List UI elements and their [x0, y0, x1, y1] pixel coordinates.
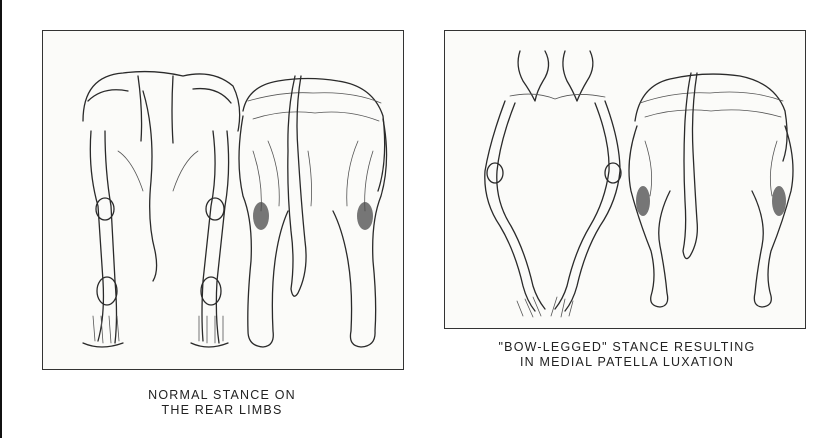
normal-stance-panel	[42, 30, 404, 370]
bow-legged-caption-line1: "BOW-LEGGED" STANCE RESULTING	[437, 340, 817, 355]
normal-stance-caption: NORMAL STANCE ON THE REAR LIMBS	[102, 388, 342, 418]
bow-legged-stance-caption: "BOW-LEGGED" STANCE RESULTING IN MEDIAL …	[437, 340, 817, 370]
bow-legged-stance-panel	[444, 30, 806, 329]
normal-stance-illustration	[43, 31, 403, 369]
bow-legged-muscle-drawing	[629, 73, 793, 307]
bow-legged-caption-line2: IN MEDIAL PATELLA LUXATION	[437, 355, 817, 370]
normal-skeleton-drawing	[83, 72, 240, 347]
bow-legged-stance-illustration	[445, 31, 805, 328]
normal-stance-caption-line1: NORMAL STANCE ON	[102, 388, 342, 403]
normal-muscle-drawing	[239, 76, 387, 347]
bow-legged-skeleton-drawing	[485, 51, 621, 317]
normal-stance-caption-line2: THE REAR LIMBS	[102, 403, 342, 418]
